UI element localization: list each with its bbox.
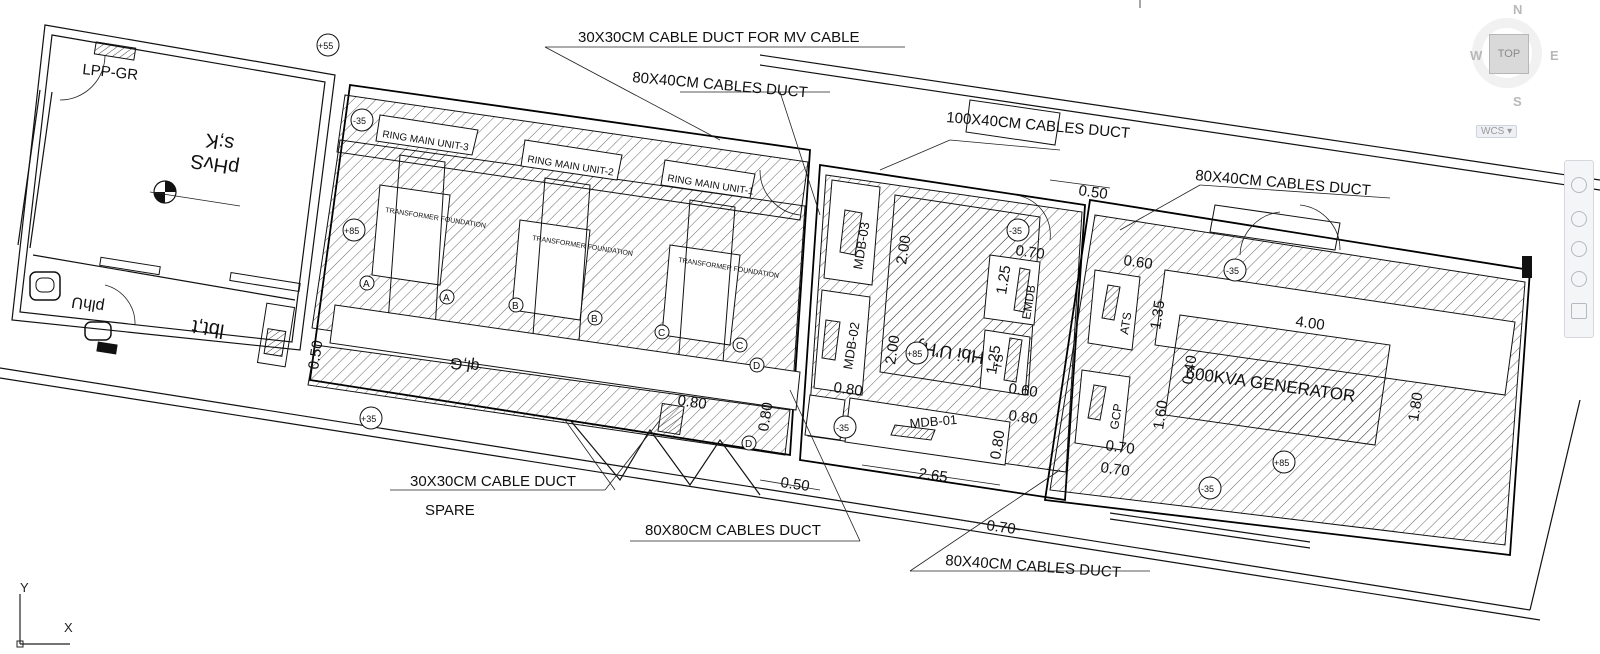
level-marker: -35 [1226, 266, 1239, 276]
label-duct-80x40-bottom: 80X40CM CABLES DUCT [945, 552, 1122, 581]
label-duct-30x30: 30X30CM CABLE DUCT [410, 473, 576, 490]
dimension-text: 0.60 [1122, 252, 1153, 273]
grid-marker: C [658, 328, 665, 339]
mdb-room [759, 99, 1086, 502]
dimension-text: 1.80 [1405, 391, 1426, 423]
label-mv-duct: 30X30CM CABLE DUCT FOR MV CABLE [578, 29, 859, 46]
level-marker: +55 [318, 41, 333, 51]
dimension-text: 0.70 [1014, 242, 1045, 263]
viewcube-compass-ring[interactable] [1472, 18, 1542, 88]
steering-wheel-icon[interactable] [1571, 177, 1587, 193]
dimension-text: 0.50 [779, 474, 810, 495]
label-spare: SPARE [425, 502, 475, 519]
level-marker: +85 [1274, 458, 1289, 468]
transformer-room [307, 83, 811, 496]
grid-marker: B [591, 314, 598, 325]
label-ats: ATS [1117, 311, 1134, 335]
ucs-axes-icon [16, 594, 70, 648]
grid-marker: D [753, 361, 760, 372]
dimension-text: 0.80 [676, 392, 707, 413]
level-marker: +35 [361, 414, 376, 424]
viewcube-top-face[interactable]: TOP [1489, 34, 1529, 74]
label-duct-80x40-right: 80X40CM CABLES DUCT [1195, 167, 1372, 199]
level-marker: -35 [1201, 484, 1214, 494]
level-marker: +85 [907, 349, 922, 359]
grid-marker: A [443, 293, 450, 304]
dimension-text: 0.50 [1077, 182, 1108, 203]
ucs-x-label: X [64, 620, 73, 635]
pan-icon[interactable] [1571, 211, 1587, 227]
leader-lines [390, 46, 1391, 572]
navigation-bar [1564, 160, 1594, 338]
dimension-text: 1.25 [983, 344, 1004, 376]
dimension-text: 0.70 [1104, 437, 1135, 458]
dimension-text: 2.00 [893, 234, 914, 266]
left-building [11, 24, 336, 368]
grid-marker: B [512, 301, 519, 312]
label-room-mirrored-5: ql,G [449, 353, 481, 374]
dimension-text: 0.80 [1007, 407, 1038, 428]
site-boundary [0, 0, 1600, 621]
wcs-dropdown[interactable]: WCS ▾ [1476, 125, 1518, 138]
label-room-mirrored-1: s;K [203, 128, 236, 154]
compass-west[interactable]: W [1470, 48, 1483, 63]
label-room-mirrored-4: plhU [70, 293, 105, 315]
level-marker: -35 [836, 423, 849, 433]
level-marker: +85 [344, 226, 359, 236]
grid-marker: C [736, 341, 743, 352]
dimension-text: 0.80 [832, 379, 863, 400]
orbit-icon[interactable] [1571, 271, 1587, 287]
wcs-label: WCS [1481, 126, 1505, 137]
grid-marker: A [363, 279, 370, 290]
dimension-text: 4.00 [1294, 313, 1325, 334]
level-marker: -35 [353, 116, 366, 126]
dimension-text: 1.25 [993, 264, 1014, 296]
dimensions: 0.50 0.70 0.60 4.00 1.80 2.00 2.00 1.25 … [305, 179, 1427, 538]
dimension-text: 0.40 [1179, 354, 1200, 386]
label-room-mirrored-3: lbt,t [190, 315, 226, 342]
generator-room [1043, 198, 1532, 557]
dimension-text: 2.00 [882, 334, 903, 366]
dimension-text: 0.80 [755, 401, 776, 433]
label-gcp: GCP [1107, 403, 1125, 431]
label-mdb-03: MDB-03 [850, 221, 872, 270]
dimension-text: 0.70 [1099, 459, 1130, 480]
compass-east[interactable]: E [1550, 48, 1559, 63]
dimension-text: 1.60 [1150, 399, 1171, 431]
dimension-text: 1.35 [1147, 299, 1168, 331]
zoom-icon[interactable] [1571, 241, 1587, 257]
label-duct-100x40: 100X40CM CABLES DUCT [946, 109, 1131, 142]
ucs-y-label: Y [20, 580, 29, 595]
dimension-text: 0.50 [305, 339, 326, 371]
grid-marker: D [745, 439, 752, 450]
dimension-text: 0.80 [987, 429, 1008, 461]
label-emdb: EMDB [1019, 284, 1038, 320]
showmotion-icon[interactable] [1571, 303, 1587, 319]
label-duct-80x40-top: 80X40CM CABLES DUCT [632, 69, 809, 101]
ucs-icon: Y X [14, 580, 84, 649]
dimension-text: 0.60 [1007, 380, 1038, 401]
label-lpp-gr: LPP-GR [82, 61, 139, 84]
viewcube[interactable]: N S E W TOP WCS ▾ [1468, 0, 1568, 150]
label-mdb-02: MDB-02 [840, 321, 862, 370]
level-marker: -35 [1009, 226, 1022, 236]
label-duct-80x80: 80X80CM CABLES DUCT [645, 522, 821, 539]
level-markers: +55 -35 +85 +35 -35 -35 +85 -35 +85 -35 [316, 33, 1296, 500]
label-ts: TS [990, 353, 1006, 370]
dimension-text: 0.70 [985, 517, 1016, 538]
compass-south[interactable]: S [1513, 94, 1522, 109]
grid-markers: A A B B C C D D [359, 275, 765, 451]
compass-north[interactable]: N [1513, 2, 1523, 17]
label-mdb-01: MDB-01 [909, 412, 958, 431]
